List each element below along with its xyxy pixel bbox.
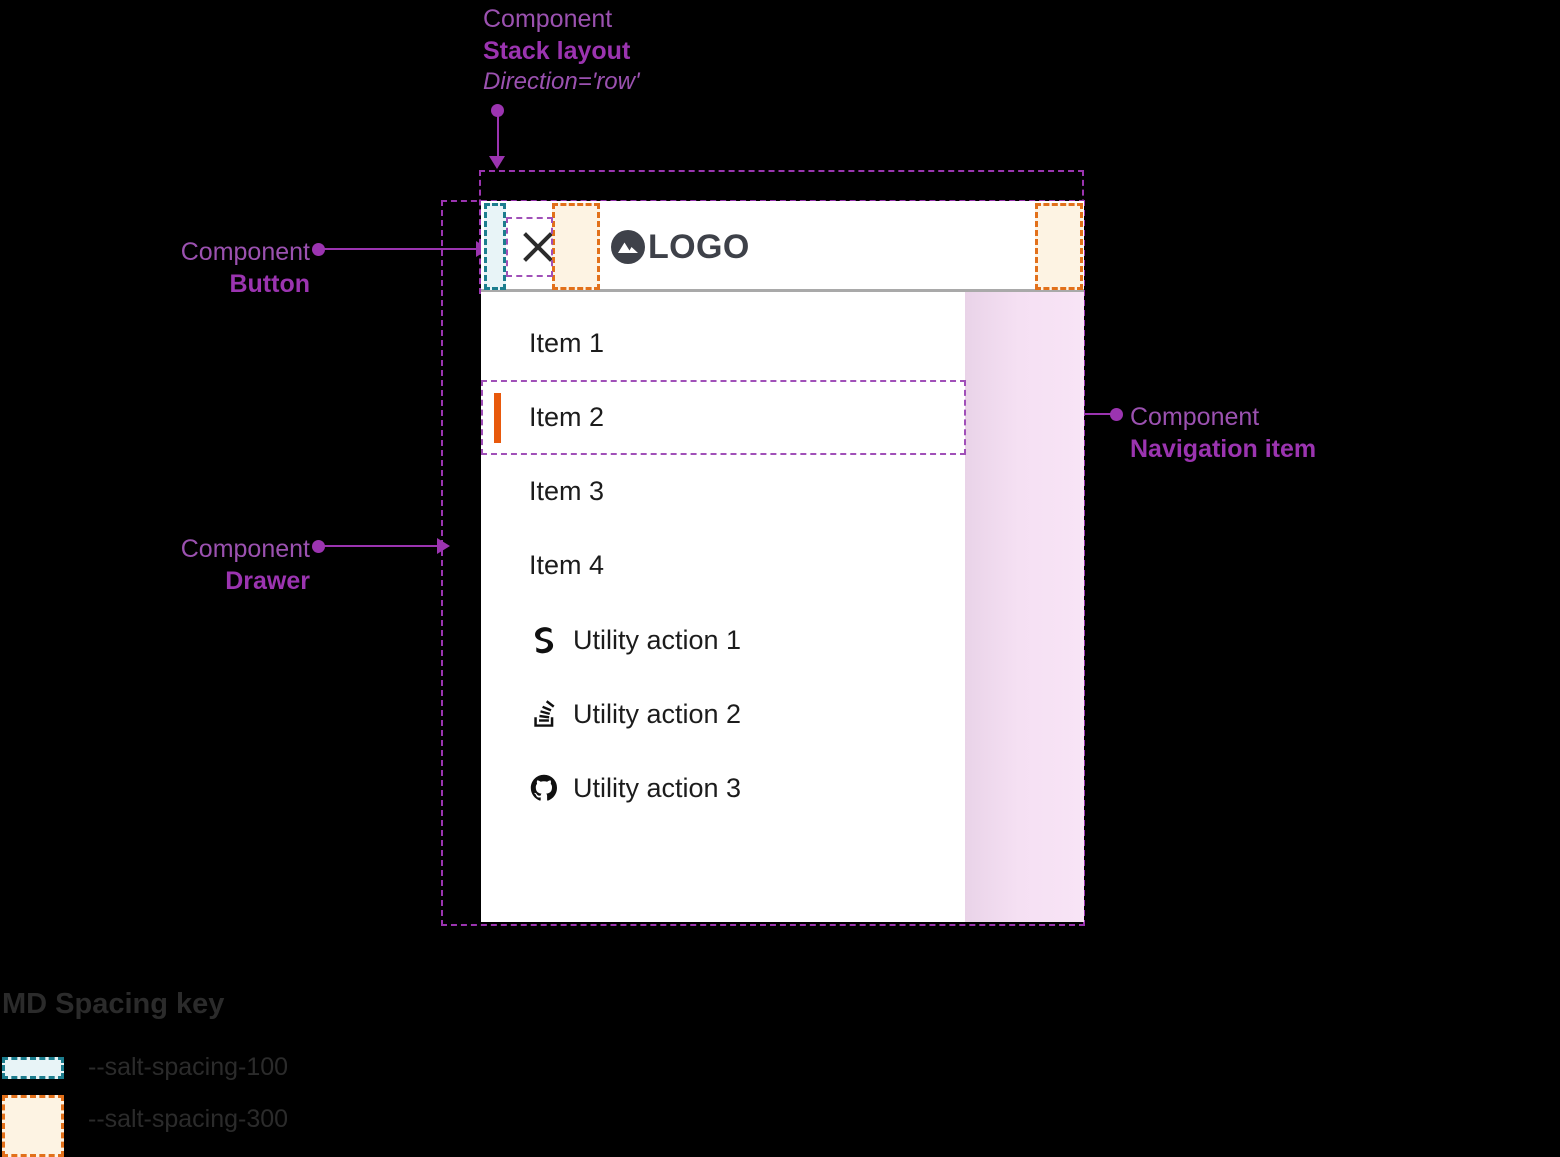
stack-overflow-icon (529, 700, 559, 728)
annotation-kind: Component (180, 535, 310, 563)
nav-item-label: Item 3 (529, 475, 605, 506)
github-icon (529, 774, 559, 802)
logo-text: LOGO (648, 227, 750, 266)
annotation-prop: Direction='row' (483, 68, 640, 95)
nav-item-2[interactable]: Item 2 (481, 380, 965, 454)
leader-arrow-stack-layout (489, 156, 505, 169)
logo: LOGO (611, 223, 750, 271)
annotation-stack-layout: Component Stack layout Direction='row' (483, 3, 640, 98)
navigation-item-highlight-band (965, 292, 1084, 922)
utility-action-label: Utility action 2 (573, 698, 742, 729)
spacing-key-swatch-300 (2, 1095, 64, 1157)
spacing-300-header-gap (552, 203, 600, 290)
active-indicator (494, 393, 501, 443)
utility-action-label: Utility action 3 (573, 772, 742, 803)
spacing-key-token-100: --salt-spacing-100 (88, 1053, 289, 1081)
nav-item-label: Item 4 (529, 549, 605, 580)
spacing-key-token-300: --salt-spacing-300 (88, 1105, 289, 1133)
logo-mark-icon (611, 230, 645, 264)
annotation-button: Component Button (120, 236, 310, 300)
utility-action-3[interactable]: Utility action 3 (481, 751, 965, 825)
leader-dot-navigation-item (1110, 408, 1123, 421)
salt-logo-icon (529, 626, 559, 654)
annotation-name: Drawer (225, 567, 310, 595)
annotation-kind: Component (483, 5, 613, 33)
annotation-name: Navigation item (1130, 435, 1317, 463)
annotation-name: Stack layout (483, 37, 631, 65)
leader-line-button (318, 248, 476, 250)
leader-arrow-drawer (437, 538, 450, 554)
nav-item-label: Item 2 (529, 401, 605, 432)
close-icon (523, 232, 553, 262)
annotation-drawer: Component Drawer (120, 533, 310, 597)
annotation-kind: Component (1130, 403, 1260, 431)
spacing-key-title: MD Spacing key (2, 988, 225, 1020)
nav-item-1[interactable]: Item 1 (481, 306, 965, 380)
nav-item-label: Item 1 (529, 327, 605, 358)
nav-item-4[interactable]: Item 4 (481, 528, 965, 602)
leader-line-drawer (318, 545, 437, 547)
utility-action-2[interactable]: Utility action 2 (481, 677, 965, 751)
spacing-100-header-left (484, 203, 506, 290)
annotation-name: Button (229, 270, 310, 298)
leader-line-stack-layout (497, 110, 499, 158)
annotation-kind: Component (180, 238, 310, 266)
utility-action-1[interactable]: Utility action 1 (481, 603, 965, 677)
annotation-navigation-item: Component Navigation item (1130, 401, 1316, 465)
spacing-300-header-right (1035, 203, 1083, 290)
utility-action-label: Utility action 1 (573, 624, 742, 655)
nav-item-3[interactable]: Item 3 (481, 454, 965, 528)
close-button[interactable] (514, 223, 562, 271)
spacing-key-swatch-100 (2, 1057, 64, 1079)
drawer-panel: LOGO Item 1 Item 2 Item 3 Item 4 (481, 201, 1084, 922)
